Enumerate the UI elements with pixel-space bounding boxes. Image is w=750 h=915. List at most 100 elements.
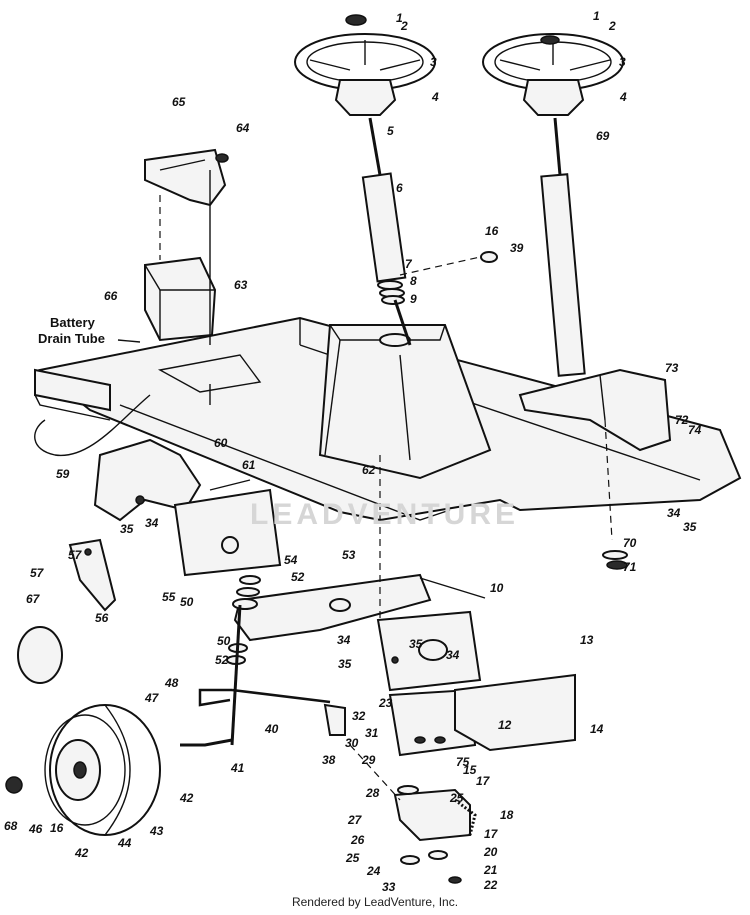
callout-number: 28 <box>365 786 380 800</box>
callout-number: 1 <box>396 11 403 25</box>
callout-number: 13 <box>580 633 594 647</box>
front-wheel <box>44 704 161 836</box>
callout-number: 16 <box>50 821 64 835</box>
callout-number: 70 <box>623 536 637 550</box>
callout-number: 16 <box>485 224 499 238</box>
callout-number: 67 <box>26 592 41 606</box>
callout-number: 68 <box>4 819 18 833</box>
callout-number: 4 <box>431 90 439 104</box>
callout-number: 29 <box>361 753 376 767</box>
callout-number: 3 <box>619 55 626 69</box>
spindle-stack-left <box>180 575 261 747</box>
callout-layer: 1234567891639123469656466637372746260615… <box>4 9 702 894</box>
callout-number: 38 <box>322 753 336 767</box>
callout-number: 41 <box>230 761 245 775</box>
callout-number: 66 <box>104 289 118 303</box>
callout-number: 46 <box>28 822 43 836</box>
steering-console <box>318 324 492 480</box>
callout-number: 55 <box>162 590 176 604</box>
callout-number: 75 <box>456 755 470 769</box>
callout-number: 56 <box>95 611 109 625</box>
callout-number: 47 <box>144 691 160 705</box>
side-plate <box>173 479 282 577</box>
callout-number: 34 <box>667 506 681 520</box>
callout-number: 35 <box>683 520 697 534</box>
callout-number: 8 <box>410 274 417 288</box>
battery-bracket <box>144 148 229 260</box>
steering-shaft-left <box>361 117 498 346</box>
callout-number: 52 <box>215 653 229 667</box>
callout-number: 74 <box>688 423 702 437</box>
mount-bracket-left <box>68 538 117 612</box>
callout-number: 3 <box>430 55 437 69</box>
callout-number: 57 <box>30 566 45 580</box>
callout-number: 39 <box>510 241 524 255</box>
callout-number: 33 <box>382 880 396 894</box>
battery-label-line2: Drain Tube <box>38 331 105 346</box>
callout-number: 17 <box>476 774 491 788</box>
callout-number: 2 <box>608 19 616 33</box>
callout-number: 30 <box>345 736 359 750</box>
callout-number: 50 <box>217 634 231 648</box>
callout-number: 52 <box>291 570 305 584</box>
watermark: LEADVENTURE <box>250 498 519 531</box>
callout-number: 42 <box>74 846 89 860</box>
callout-number: 64 <box>236 121 250 135</box>
callout-number: 50 <box>180 595 194 609</box>
callout-number: 7 <box>405 257 413 271</box>
steering-wheel-right <box>482 33 624 116</box>
callout-number: 73 <box>665 361 679 375</box>
callout-number: 71 <box>623 560 637 574</box>
steering-wheel-left <box>294 14 436 116</box>
callout-number: 72 <box>675 413 689 427</box>
callout-number: 34 <box>145 516 159 530</box>
hub-cap <box>5 626 63 794</box>
callout-number: 57 <box>68 548 83 562</box>
callout-number: 20 <box>483 845 498 859</box>
callout-number: 6 <box>396 181 403 195</box>
callout-number: 15 <box>463 763 477 777</box>
battery-label-line1: Battery <box>50 315 96 330</box>
callout-number: 22 <box>483 878 498 892</box>
callout-number: 43 <box>149 824 164 838</box>
cover-plate <box>454 673 576 752</box>
sector-gear <box>393 785 477 884</box>
callout-number: 27 <box>347 813 363 827</box>
callout-number: 35 <box>338 657 352 671</box>
steering-shaft-right <box>518 117 672 570</box>
tie-rod <box>231 688 346 736</box>
callout-number: 54 <box>284 553 298 567</box>
callout-number: 62 <box>362 463 376 477</box>
callout-number: 9 <box>410 292 417 306</box>
callout-number: 1 <box>593 9 600 23</box>
callout-number: 69 <box>596 129 610 143</box>
callout-number: 10 <box>490 581 504 595</box>
battery <box>144 170 217 345</box>
callout-number: 34 <box>337 633 351 647</box>
callout-number: 44 <box>117 836 132 850</box>
lower-gear-housing <box>388 688 477 757</box>
callout-number: 35 <box>409 637 423 651</box>
callout-number: 14 <box>590 722 604 736</box>
callout-number: 17 <box>484 827 499 841</box>
axle-bar <box>233 573 486 642</box>
callout-number: 48 <box>164 676 179 690</box>
callout-number: 23 <box>378 696 393 710</box>
callout-number: 5 <box>387 124 394 138</box>
footer-credit: Rendered by LeadVenture, Inc. <box>291 895 459 909</box>
callout-number: 65 <box>172 95 186 109</box>
callout-number: 35 <box>120 522 134 536</box>
callout-number: 31 <box>365 726 379 740</box>
callout-number: 24 <box>366 864 381 878</box>
callout-number: 25 <box>345 851 360 865</box>
callout-number: 32 <box>352 709 366 723</box>
steering-bracket <box>376 610 482 692</box>
callout-number: 25 <box>449 791 464 805</box>
callout-number: 18 <box>500 808 514 822</box>
callout-number: 40 <box>264 722 279 736</box>
callout-number: 61 <box>242 458 256 472</box>
callout-number: 63 <box>234 278 248 292</box>
callout-number: 53 <box>342 548 356 562</box>
battery-tray <box>34 368 151 457</box>
